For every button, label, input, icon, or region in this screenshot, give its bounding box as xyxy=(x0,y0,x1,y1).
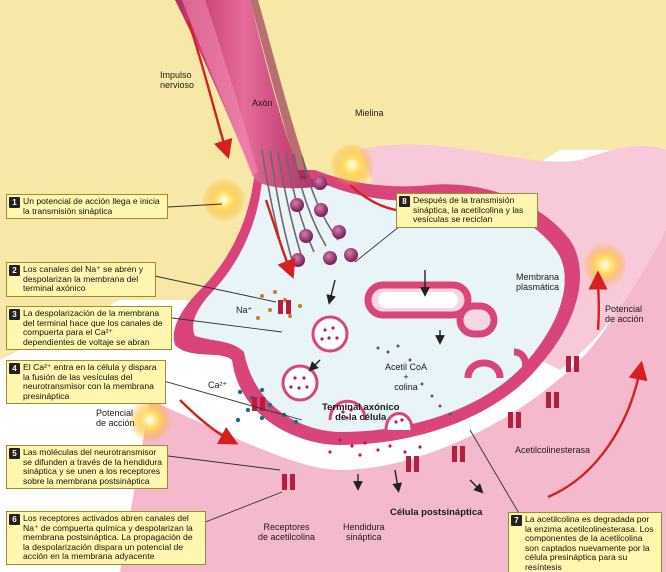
hendidura-label: Hendidura sináptica xyxy=(343,522,385,542)
step-3-number: 3 xyxy=(9,309,20,320)
step-4-text: El Ca²⁺ entra en la célula y dispara la … xyxy=(23,362,157,401)
step-5-text: Las moléculas del neurotransmisor se dif… xyxy=(23,447,162,486)
na-label: Na⁺ xyxy=(236,305,252,315)
step-6-text: Los receptores activados abren canales d… xyxy=(23,513,193,561)
step-6-box: 6 Los receptores activados abren canales… xyxy=(6,511,206,565)
step-2-text: Los canales del Na⁺ se abren y despolari… xyxy=(23,264,143,293)
step-3-text: La despolarización de la membrana del te… xyxy=(23,308,163,347)
impulso-nervioso-label: Impulso nervioso xyxy=(160,70,194,90)
endosome-lumen xyxy=(378,292,458,308)
ca-label: Ca²⁺ xyxy=(208,380,227,390)
axon-label: Axón xyxy=(252,98,273,108)
step-7-number: 7 xyxy=(511,515,522,526)
step-6-number: 6 xyxy=(9,514,20,525)
step-5-number: 5 xyxy=(9,448,20,459)
step-3-box: 3 La despolarización de la membrana del … xyxy=(6,306,172,350)
step-2-number: 2 xyxy=(9,265,20,276)
terminal-axonico-label: Terminal axónico de la célula xyxy=(322,403,399,423)
membrana-plasmatica-label: Membrana plasmática xyxy=(516,272,559,292)
step-7-box: 7 La acetilcolina es degradada por la en… xyxy=(508,512,662,572)
step-8-box: 8 Después de la transmisión sináptica, l… xyxy=(396,193,538,228)
acetil-coa-label: Acetil CoA + colina xyxy=(385,362,427,392)
potencial-accion-left-label: Potencial de acción xyxy=(96,408,135,428)
celula-postsinaptica-label: Célula postsináptica xyxy=(390,508,482,518)
step-2-box: 2 Los canales del Na⁺ se abren y despola… xyxy=(6,262,156,297)
receptores-label: Receptores de acetilcolina xyxy=(258,522,315,542)
step-1-number: 1 xyxy=(9,197,20,208)
step-1-box: 1 Un potencial de acción llega e inicia … xyxy=(6,194,168,219)
step-4-box: 4 El Ca²⁺ entra en la célula y dispara l… xyxy=(6,360,166,404)
step-1-text: Un potencial de acción llega e inicia la… xyxy=(23,196,160,216)
potencial-accion-right-label: Potencial de acción xyxy=(605,304,644,324)
step-5-box: 5 Las moléculas del neurotransmisor se d… xyxy=(6,445,168,489)
step-4-number: 4 xyxy=(9,363,20,374)
step-8-text: Después de la transmisión sináptica, la … xyxy=(413,195,523,224)
acetilcolinesterasa-label: Acetilcolinesterasa xyxy=(515,445,590,455)
mielina-label: Mielina xyxy=(355,108,384,118)
step-8-number: 8 xyxy=(399,196,410,207)
step-7-text: La acetilcolina es degradada por la enzi… xyxy=(525,514,654,572)
